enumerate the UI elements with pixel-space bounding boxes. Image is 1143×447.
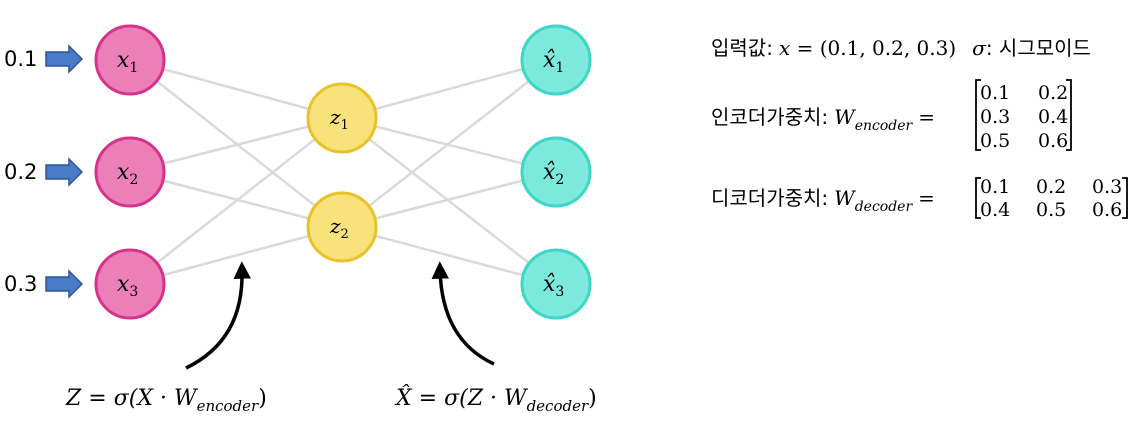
decoder-formula: X̂ = σ(Z · Wdecoder) (394, 385, 597, 415)
input-arrow-2 (45, 157, 84, 187)
decoder-edge (341, 225, 557, 286)
encoder-edge (129, 58, 343, 120)
enc-cell: 0.5 (980, 130, 1010, 152)
input-node-2: x2 (94, 136, 166, 208)
svg-text:x̂1: x̂1 (543, 48, 564, 76)
decoder-weight-matrix: 0.1 0.2 0.3 0.4 0.5 0.6 (975, 176, 1128, 221)
connection-lines (129, 58, 557, 286)
dec-cell: 0.2 (1036, 176, 1066, 198)
input-arrow-3 (45, 269, 84, 299)
dec-cell: 0.1 (980, 176, 1010, 198)
input-arrow-1 (45, 44, 84, 74)
input-node-3: x3 (94, 248, 166, 320)
encoder-pointer-arrow (185, 261, 251, 370)
decoder-edge (341, 170, 557, 229)
decoder-edge (341, 58, 557, 120)
svg-text:z2: z2 (329, 214, 349, 242)
input-node-1: x1 (94, 24, 166, 96)
decoder-pointer-arrow (431, 261, 495, 366)
output-node-3: x̂3 (520, 248, 592, 320)
svg-text:x̂3: x̂3 (543, 272, 564, 300)
svg-text:x1: x1 (117, 48, 138, 76)
hidden-node-1: z1 (306, 82, 378, 154)
encoder-edge (129, 225, 343, 286)
enc-cell: 0.4 (1038, 106, 1068, 128)
decoder-weight-label: 디코더가중치:Wdecoder= (711, 186, 935, 215)
enc-cell: 0.6 (1038, 130, 1068, 152)
svg-text:x2: x2 (117, 160, 138, 188)
encoder-edge (129, 116, 343, 174)
svg-text:z1: z1 (329, 105, 349, 133)
dec-cell: 0.6 (1092, 199, 1122, 221)
input-value-1: 0.1 (4, 47, 37, 71)
dec-cell: 0.3 (1092, 176, 1122, 198)
decoder-edge (341, 117, 557, 285)
input-value-2: 0.2 (4, 160, 37, 184)
dec-cell: 0.5 (1036, 199, 1066, 221)
output-node-1: x̂1 (520, 24, 592, 96)
hidden-node-2: z2 (306, 191, 378, 263)
enc-cell: 0.2 (1038, 82, 1068, 104)
input-info: 입력값:x = (0.1, 0.2, 0.3)σ: 시그모이드 (711, 36, 1091, 60)
encoder-weight-matrix: 0.1 0.2 0.3 0.4 0.5 0.6 (975, 79, 1072, 152)
input-value-3: 0.3 (4, 272, 37, 296)
enc-cell: 0.1 (980, 82, 1010, 104)
decoder-edge (341, 59, 557, 228)
encoder-formula: Z = σ(X · Wencoder) (65, 386, 267, 415)
enc-cell: 0.3 (980, 106, 1010, 128)
encoder-edge (129, 59, 343, 228)
svg-text:x̂2: x̂2 (543, 160, 564, 188)
encoder-edge (129, 117, 343, 285)
svg-text:x3: x3 (117, 272, 138, 300)
output-node-2: x̂2 (520, 136, 592, 208)
dec-cell: 0.4 (980, 199, 1010, 221)
encoder-weight-label: 인코더가중치:Wencoder= (711, 105, 935, 134)
